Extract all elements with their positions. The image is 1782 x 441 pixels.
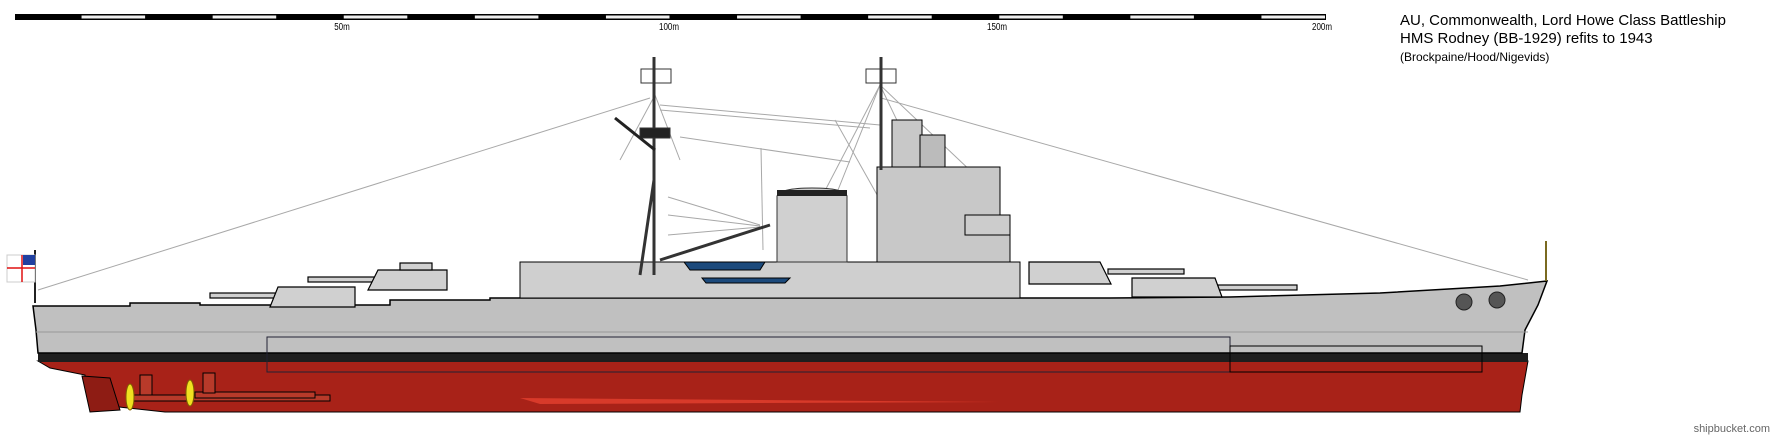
- scale-bar-segment: [868, 15, 932, 19]
- funnel: [776, 187, 848, 263]
- scale-bar-segment: [1130, 15, 1194, 19]
- scale-bar-segment: [1261, 15, 1325, 19]
- bridge-upper: [891, 119, 923, 168]
- fore-mast: [865, 57, 897, 170]
- secondary-turret: [964, 214, 1011, 236]
- title-line-2: HMS Rodney (BB-1929) refits to 1943: [1400, 30, 1653, 47]
- scale-label-50m: 50m: [334, 22, 350, 33]
- scale-bar: [15, 14, 1326, 20]
- scale-label-150m: 150m: [986, 22, 1008, 33]
- boot-topping: [38, 353, 1528, 362]
- credits: (Brockpaine/Hood/Nigevids): [1400, 50, 1550, 64]
- title-line-1: AU, Commonwealth, Lord Howe Class Battle…: [1400, 12, 1726, 29]
- turret-b: [1028, 261, 1185, 285]
- scale-bar-segment: [737, 15, 801, 19]
- scale-label-100m: 100m: [658, 22, 680, 33]
- anchors: [1455, 291, 1506, 311]
- underwater-hull: [36, 360, 1529, 413]
- scale-label-200m: 200m: [1311, 22, 1333, 33]
- bilge-keel: [520, 398, 1000, 404]
- scale-bar-segment: [212, 15, 277, 19]
- scale-bar-segment: [343, 15, 408, 19]
- armor-belt-lower: [1229, 345, 1483, 373]
- watermark: shipbucket.com: [1693, 423, 1770, 435]
- scale-bar-segment: [999, 15, 1063, 19]
- skeg: [81, 375, 121, 413]
- propeller-shafts: [129, 372, 331, 402]
- turret-x: [209, 286, 356, 308]
- scale-bar-segment: [81, 15, 146, 19]
- boats: [683, 261, 792, 284]
- turret-a: [1131, 277, 1298, 298]
- main-mast: [614, 57, 771, 276]
- turret-y: [307, 262, 448, 291]
- director: [919, 134, 946, 168]
- white-ensign-flag: [6, 254, 36, 283]
- scale-bar-segment: [474, 15, 539, 19]
- rigging-lines: [37, 84, 1529, 291]
- propellers: [125, 379, 195, 411]
- scale-bar-segment: [605, 15, 670, 19]
- funnel-cap: [777, 190, 847, 196]
